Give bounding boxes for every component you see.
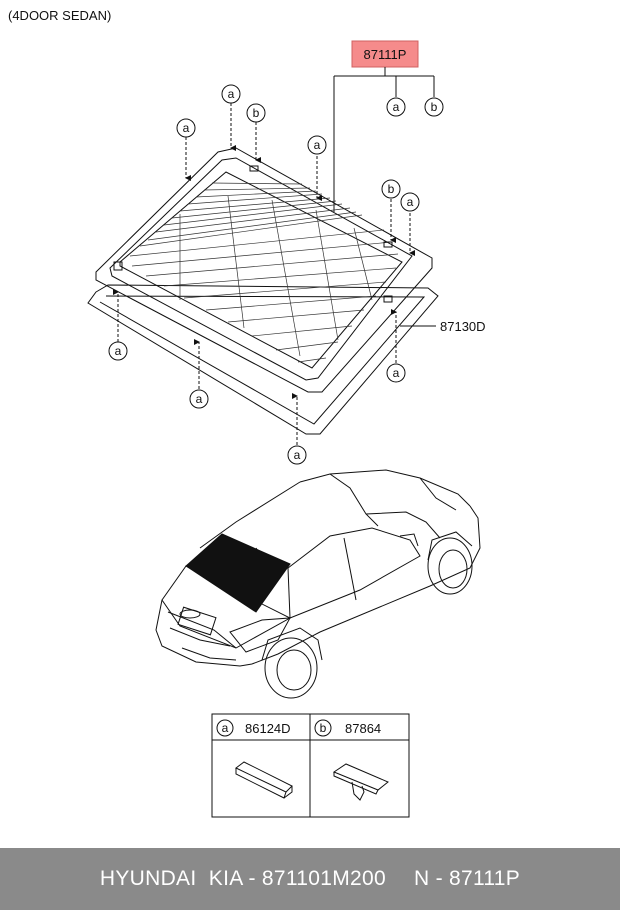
variant-label: (4DOOR SEDAN) bbox=[8, 8, 111, 23]
callout-a: a bbox=[386, 97, 406, 117]
callout-a: a bbox=[287, 445, 307, 465]
legend-b: b 87864 bbox=[314, 719, 381, 737]
car-illustration bbox=[155, 469, 481, 699]
svg-text:b: b bbox=[253, 106, 260, 120]
pad-86124d-sketch bbox=[235, 761, 293, 799]
svg-text:a: a bbox=[183, 121, 190, 135]
callout-circles: a b a b a a b a a a a a bbox=[108, 84, 444, 465]
callout-a: a bbox=[400, 192, 420, 212]
footer-bar: HYUNDAI KIA - 871101M200 N - 87111P bbox=[0, 848, 620, 910]
legend-table: a 86124D b 87864 bbox=[211, 713, 410, 818]
svg-text:87111P: 87111P bbox=[364, 47, 407, 62]
svg-text:a: a bbox=[407, 195, 414, 209]
svg-text:a: a bbox=[314, 138, 321, 152]
window-mark bbox=[255, 547, 259, 552]
callout-b: b bbox=[381, 179, 401, 199]
callout-a: a bbox=[176, 118, 196, 138]
part-label-87111p[interactable]: 87111P bbox=[351, 40, 419, 68]
callout-a: a bbox=[386, 363, 406, 383]
callout-a: a bbox=[189, 389, 209, 409]
legend-a-part: 86124D bbox=[245, 721, 291, 736]
legend-a: a 86124D bbox=[216, 719, 291, 737]
svg-text:a: a bbox=[222, 721, 229, 735]
svg-text:b: b bbox=[388, 182, 395, 196]
footer-ref: N - 87111P bbox=[413, 867, 521, 890]
callout-b: b bbox=[424, 97, 444, 117]
svg-text:a: a bbox=[294, 448, 301, 462]
svg-text:a: a bbox=[196, 392, 203, 406]
glass-clips bbox=[113, 165, 393, 303]
callout-leaders bbox=[113, 103, 415, 445]
clip-87864-sketch bbox=[332, 763, 389, 801]
svg-text:a: a bbox=[393, 100, 400, 114]
moulding-87130d bbox=[87, 284, 439, 435]
defroster-grid bbox=[129, 182, 399, 363]
footer-part-number: HYUNDAI KIA - 871101M200 bbox=[99, 867, 386, 890]
svg-text:b: b bbox=[320, 721, 327, 735]
parts-diagram: (4DOOR SEDAN) 87111P 87130D bbox=[8, 8, 486, 818]
callout-a: a bbox=[307, 135, 327, 155]
svg-text:b: b bbox=[431, 100, 438, 114]
callout-a: a bbox=[108, 341, 128, 361]
callout-b: b bbox=[246, 103, 266, 123]
legend-b-part: 87864 bbox=[345, 721, 381, 736]
svg-text:a: a bbox=[228, 87, 235, 101]
rear-window-glass bbox=[95, 147, 433, 393]
main-part-leaders bbox=[333, 67, 435, 212]
svg-text:a: a bbox=[393, 366, 400, 380]
part-label-87130d[interactable]: 87130D bbox=[440, 319, 486, 334]
callout-a: a bbox=[221, 84, 241, 104]
svg-text:a: a bbox=[115, 344, 122, 358]
rear-window-highlight bbox=[185, 533, 291, 613]
